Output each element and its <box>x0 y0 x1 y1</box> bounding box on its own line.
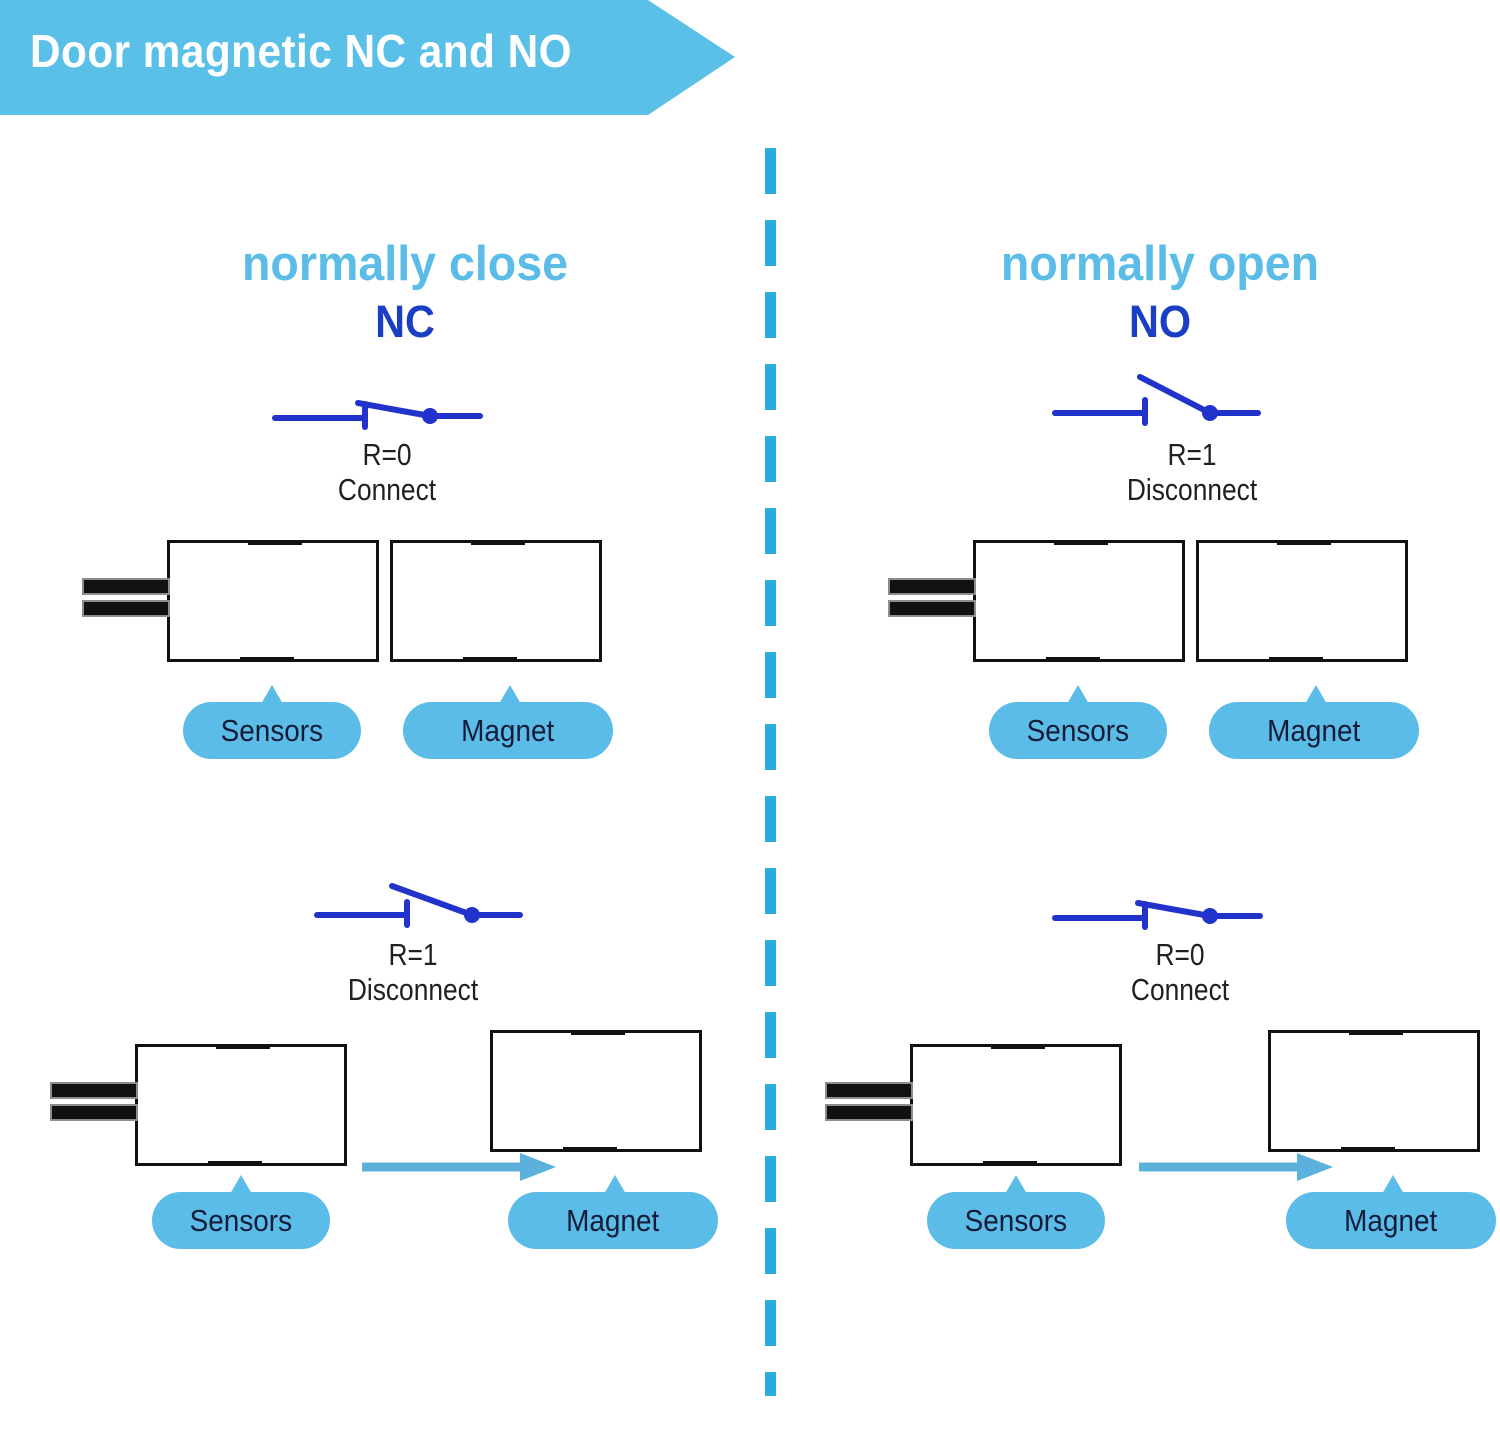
label-magnet-no-closed: Magnet <box>1286 1175 1496 1249</box>
pill-tail <box>1382 1175 1404 1194</box>
resistance-value: R=1 <box>1167 437 1217 472</box>
pill-tail <box>499 685 521 704</box>
separation-arrow-nc <box>360 1150 560 1189</box>
magnet-box-nc-closed <box>390 540 602 662</box>
pill-label-text: Sensors <box>964 1202 1068 1238</box>
sensor-wire-top <box>888 578 976 595</box>
pill-tail <box>1005 1175 1027 1194</box>
pill-label-text: Sensors <box>1026 712 1130 748</box>
switch-symbol-nc-open <box>312 875 532 940</box>
switch-lever <box>1137 374 1213 416</box>
state-text-no-closed: R=0 Connect <box>1070 937 1290 1007</box>
pill-label-text: Magnet <box>1267 712 1361 748</box>
column-subtitle-no: normally open <box>1000 237 1320 291</box>
sensor-wire-bottom <box>82 600 170 617</box>
separation-arrow-no <box>1137 1150 1337 1189</box>
pill-tail <box>1305 685 1327 704</box>
state-text-nc-closed: R=0 Connect <box>277 437 497 507</box>
label-sensors-no-closed: Sensors <box>927 1175 1105 1249</box>
state-text-nc-open: R=1 Disconnect <box>303 937 523 1007</box>
state-text-no-open: R=1 Disconnect <box>1082 437 1302 507</box>
resistance-value: R=0 <box>362 437 412 472</box>
switch-contact-dot <box>422 408 438 424</box>
connection-state: Disconnect <box>347 971 479 1007</box>
title-banner <box>0 0 735 115</box>
page-title: Door magnetic NC and NO <box>30 25 572 77</box>
switch-symbol-no-closed <box>1050 885 1270 940</box>
pill-label-text: Magnet <box>461 712 555 748</box>
connection-state: Disconnect <box>1126 471 1258 507</box>
switch-symbol-no-open <box>1050 365 1270 432</box>
switch-contact-dot <box>464 907 480 923</box>
sensor-box-nc-closed <box>167 540 379 662</box>
switch-lever <box>389 883 475 918</box>
pill-label-text: Sensors <box>220 712 324 748</box>
sensor-box-nc-open <box>135 1044 347 1166</box>
sensor-wire-bottom <box>50 1104 138 1121</box>
sensor-box-no-closed <box>910 1044 1122 1166</box>
label-magnet-nc-open: Magnet <box>508 1175 718 1249</box>
magnet-box-no-closed <box>1268 1030 1480 1152</box>
column-abbrev-nc: NC <box>375 296 435 347</box>
switch-contact-dot <box>1202 405 1218 421</box>
pill-label-text: Sensors <box>189 1202 293 1238</box>
pill-tail <box>261 685 283 704</box>
sensor-wire-top <box>50 1082 138 1099</box>
sensor-wire-top <box>82 578 170 595</box>
column-abbrev-no: NO <box>1128 296 1192 347</box>
column-heading-nc: normally close NC <box>125 237 685 347</box>
magnet-box-no-open <box>1196 540 1408 662</box>
connection-state: Connect <box>1130 971 1230 1007</box>
column-heading-no: normally open NO <box>880 237 1440 347</box>
magnet-box-nc-open <box>490 1030 702 1152</box>
pill-tail <box>230 1175 252 1194</box>
label-sensors-nc-open: Sensors <box>152 1175 330 1249</box>
column-divider <box>765 148 776 1396</box>
label-sensors-nc-closed: Sensors <box>183 685 361 759</box>
label-magnet-nc-closed: Magnet <box>403 685 613 759</box>
resistance-value: R=0 <box>1155 937 1205 972</box>
pill-label-text: Magnet <box>1344 1202 1438 1238</box>
pill-label-text: Magnet <box>566 1202 660 1238</box>
switch-lever <box>1135 900 1213 919</box>
label-magnet-no-open: Magnet <box>1209 685 1419 759</box>
sensor-wire-bottom <box>888 600 976 617</box>
column-subtitle-nc: normally close <box>242 237 568 291</box>
switch-contact-dot <box>1202 908 1218 924</box>
sensor-wire-bottom <box>825 1104 913 1121</box>
resistance-value: R=1 <box>388 937 438 972</box>
sensor-wire-top <box>825 1082 913 1099</box>
pill-tail <box>1067 685 1089 704</box>
sensor-box-no-open <box>973 540 1185 662</box>
pill-tail <box>604 1175 626 1194</box>
label-sensors-no-open: Sensors <box>989 685 1167 759</box>
switch-symbol-nc-closed <box>270 385 490 440</box>
connection-state: Connect <box>337 471 437 507</box>
switch-lever <box>355 400 433 419</box>
